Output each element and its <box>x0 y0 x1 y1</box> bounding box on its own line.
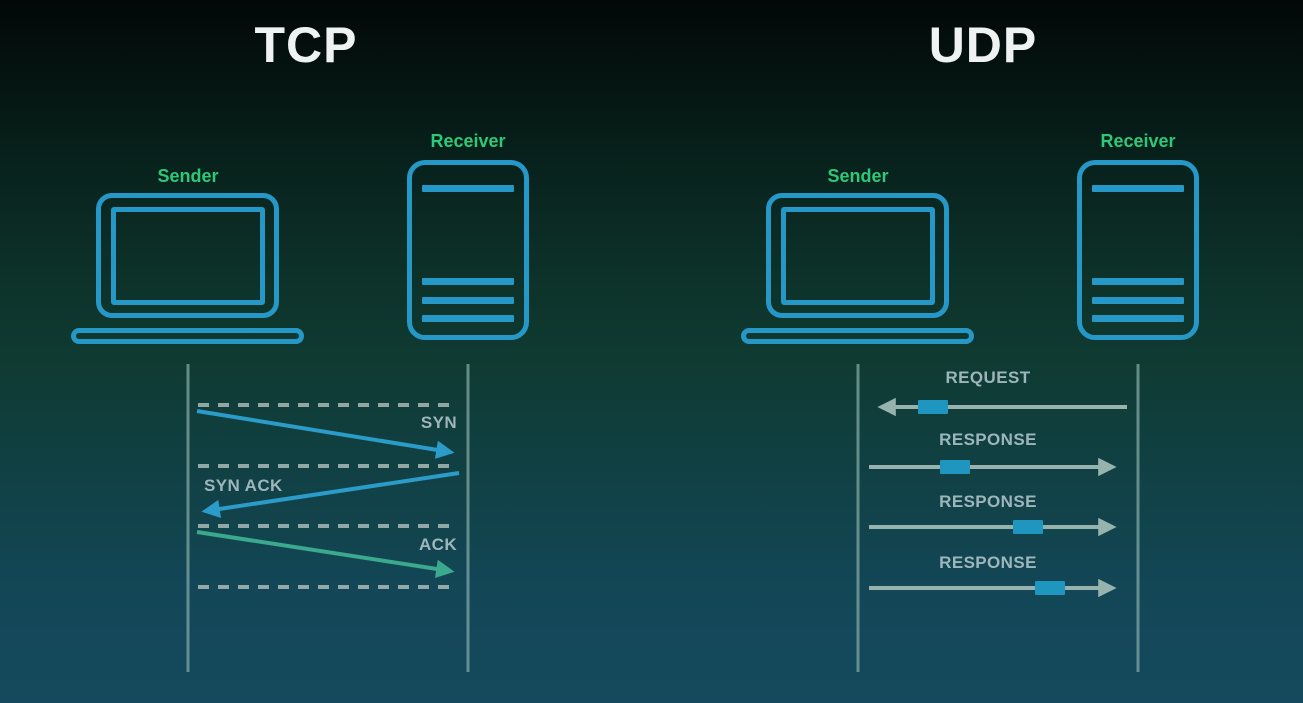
udp-response-packet-2 <box>1013 520 1043 534</box>
tcp-ack-label: ACK <box>418 535 457 554</box>
server-slot <box>1092 297 1184 304</box>
tcp-syn-ack-arrow <box>201 471 460 519</box>
udp-response-label-2: RESPONSE <box>939 492 1037 511</box>
laptop-lid <box>766 193 949 318</box>
tcp-title: TCP <box>254 17 358 73</box>
udp-receiver-label: Receiver <box>1100 131 1176 151</box>
tcp-syn-label: SYN <box>420 413 457 432</box>
server-slot <box>422 278 514 285</box>
laptop-lid <box>96 193 279 318</box>
udp-receiver-server-icon <box>1077 160 1199 340</box>
laptop-base <box>741 328 974 344</box>
tcp-receiver-server-icon <box>407 160 529 340</box>
tcp-ack-arrow <box>196 530 455 578</box>
tcp-receiver-label: Receiver <box>430 131 506 151</box>
udp-response-label-3: RESPONSE <box>939 553 1037 572</box>
tcp-sender-label: Sender <box>157 166 219 186</box>
server-slot <box>1092 185 1184 192</box>
server-body <box>1077 160 1199 340</box>
udp-title: UDP <box>928 17 1038 73</box>
tcp-syn-ack-label: SYN ACK <box>204 476 283 495</box>
laptop-base <box>71 328 304 344</box>
udp-response-label-1: RESPONSE <box>939 430 1037 449</box>
laptop-screen <box>111 207 265 305</box>
tcp-sender-laptop-icon <box>71 193 304 344</box>
server-slot <box>1092 278 1184 285</box>
udp-sender-laptop-icon <box>741 193 974 344</box>
server-slot <box>1092 315 1184 322</box>
laptop-screen <box>781 207 935 305</box>
udp-response-packet-3 <box>1035 581 1065 595</box>
server-slot <box>422 185 514 192</box>
udp-sender-label: Sender <box>827 166 889 186</box>
udp-request-label: REQUEST <box>945 368 1031 387</box>
udp-request-packet <box>918 400 948 414</box>
server-body <box>407 160 529 340</box>
udp-response-packet-1 <box>940 460 970 474</box>
tcp-syn-arrow <box>196 409 455 459</box>
server-slot <box>422 315 514 322</box>
server-slot <box>422 297 514 304</box>
